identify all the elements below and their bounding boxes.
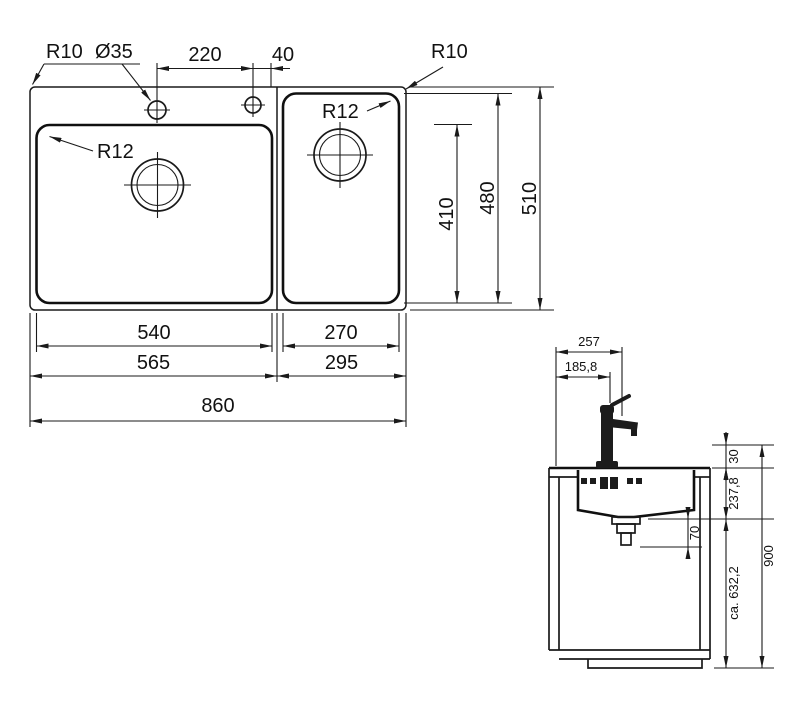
label-dim-295: 295 (325, 352, 358, 374)
faucet-holes (144, 63, 265, 123)
drain-body (616, 523, 636, 534)
label-dim-565: 565 (137, 352, 170, 374)
rim-rect (29, 86, 407, 311)
faucet-base (596, 461, 618, 468)
label-dim-237-8: 237,8 (726, 477, 741, 510)
label-dim-860: 860 (201, 395, 234, 417)
label-dim-30: 30 (726, 449, 741, 463)
label-dim-540: 540 (137, 322, 170, 344)
bowl-cross-section (576, 470, 696, 519)
label-dim-185-8: 185,8 (565, 359, 598, 374)
section-view: 257 185,8 30 237,8 70 ca. 632,2 900 (548, 334, 776, 669)
drain-outlet (620, 532, 632, 546)
label-corner-radius-right: R10 (431, 41, 468, 63)
label-dim-480: 480 (477, 181, 499, 214)
faucet-spout (613, 419, 638, 430)
label-dim-632-2: ca. 632,2 (726, 566, 741, 620)
label-dim-900: 900 (761, 545, 776, 567)
left-bowl (35, 123, 274, 305)
left-bowl-outline (35, 123, 274, 305)
label-corner-radius-left: R10 (46, 41, 83, 63)
mounting-clip (590, 478, 596, 484)
section-dimension-lines (555, 347, 774, 669)
label-bowl-radius-left: R12 (97, 141, 134, 163)
faucet-under-counter-nut (610, 477, 618, 489)
right-bowl (281, 92, 401, 305)
label-hole-offset: 40 (272, 44, 294, 66)
label-dim-257: 257 (578, 334, 600, 349)
label-dim-70: 70 (687, 526, 702, 540)
faucet-spout-tip (631, 428, 637, 436)
mounting-clip (581, 478, 587, 484)
mounting-clip (627, 478, 633, 484)
cabinet-plinth (587, 659, 703, 669)
label-dim-510: 510 (519, 182, 541, 215)
plan-view: R10 Ø35 220 40 R10 R12 R12 410 480 510 5… (29, 41, 554, 427)
faucet-lever (610, 394, 631, 407)
faucet-body (601, 412, 613, 462)
sink-rim-outline (29, 86, 407, 311)
right-bowl-outline (281, 92, 401, 305)
plan-dimension-lines (29, 63, 554, 427)
label-bowl-radius-right: R12 (322, 101, 359, 123)
cabinet-section (548, 466, 711, 669)
label-dim-410: 410 (436, 197, 458, 230)
faucet-top-cap (600, 405, 614, 414)
faucet-under-counter-nut (600, 477, 608, 489)
label-dim-270: 270 (324, 322, 357, 344)
faucet (596, 394, 638, 489)
mounting-clip (636, 478, 642, 484)
label-hole-diameter: Ø35 (95, 41, 133, 63)
label-hole-spacing: 220 (188, 44, 221, 66)
sink-bowl-section (576, 470, 696, 546)
